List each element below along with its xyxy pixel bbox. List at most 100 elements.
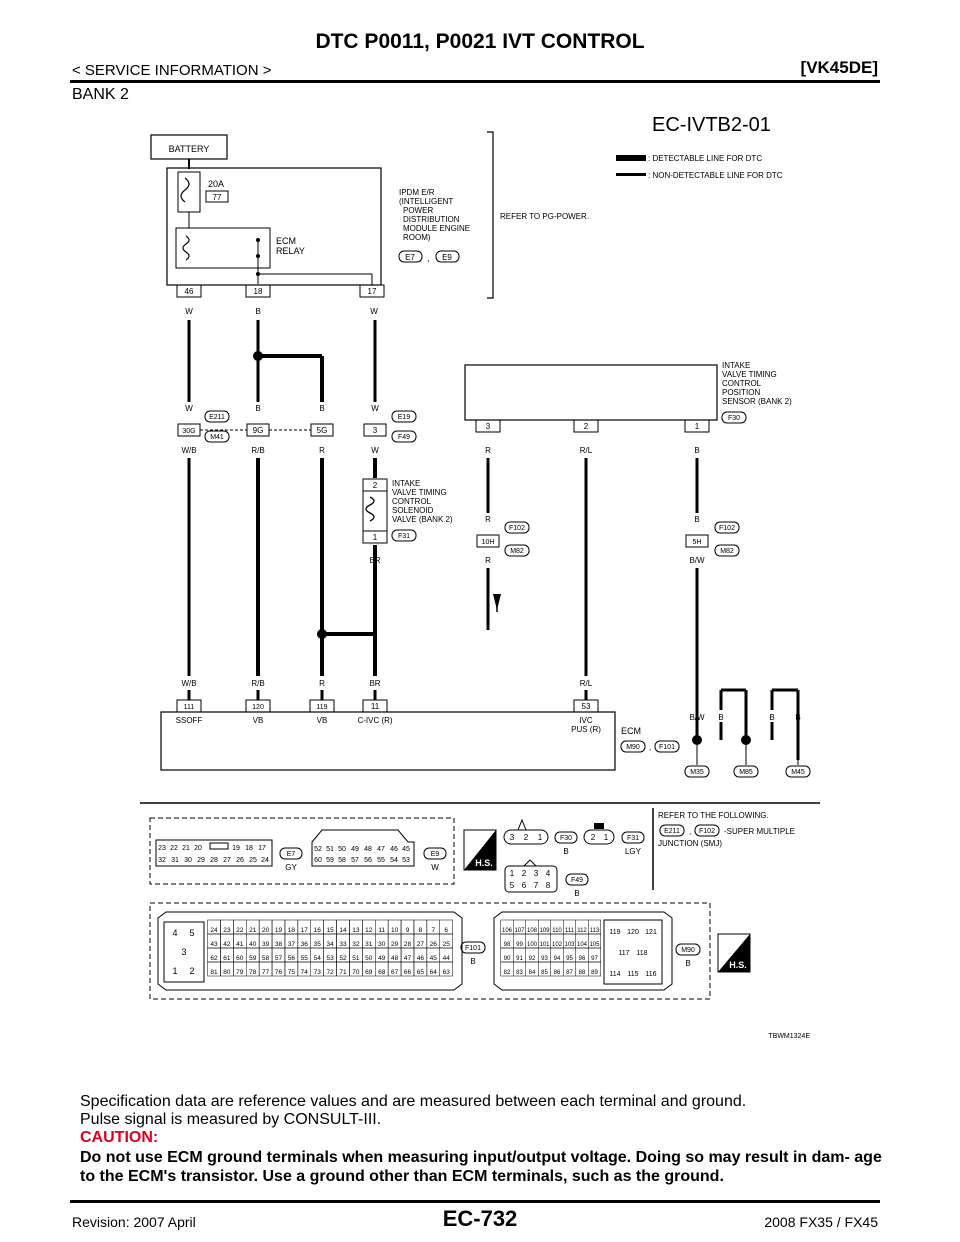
ground-color-4: B [795,713,800,722]
ecm-label-ssoff: SSOFF [176,716,203,725]
ground-color-1: B/W [689,713,705,722]
wire-color-17: W [370,307,378,316]
ipdm-conn-e7: E7 [405,253,415,262]
sensor-wire-color-3: R [485,446,491,455]
f101-cell [439,961,453,977]
section-heading: BANK 2 [72,86,129,103]
joint-upper-color-2: B [255,404,260,413]
sensor-wire-color-1: B [694,446,699,455]
solenoid-label-1: INTAKE [392,479,420,488]
legend-detectable-swatch [616,155,646,161]
f101-pin: 45 [430,955,438,962]
e9-label: E9 [431,851,440,858]
f49-color: B [574,889,579,898]
f101-pin: 69 [365,969,373,976]
sensor-wire-color-2: R/L [580,446,593,455]
smj-upper-color-b: B [694,515,699,524]
smj-terminal-10h: 10H [482,539,495,546]
solenoid-terminal-2: 2 [373,481,378,490]
relay-coil-icon [182,235,190,261]
f101-pin: 42 [223,941,231,948]
f101-pin: 7 [431,927,435,934]
m90-pin: 93 [541,956,548,962]
ecm-conn-f101: F101 [659,744,675,751]
page-title: DTC P0011, P0021 IVT CONTROL [315,30,645,53]
fuse-amp: 20A [208,179,224,189]
m90-pin: 87 [566,970,573,976]
f101-pin: 60 [236,955,244,962]
smj-lower-color-r: R [485,556,491,565]
f101-pin: 23 [223,927,231,934]
ecm-wire-color-120: R/B [251,679,264,688]
joint-lower-color-2: R/B [251,446,264,455]
caution-text: Do not use ECM ground terminals when mea… [80,1149,882,1185]
m90-label: M90 [681,947,695,954]
m90-pin: 83 [516,970,523,976]
f101-pin: 55 [301,955,309,962]
smj-conn-f102-a: F102 [509,525,525,532]
joint-upper-color-1: W [185,404,193,413]
f101-pin: 32 [352,941,360,948]
f101-pin: 12 [365,927,373,934]
e9-pin: 60 [314,857,322,864]
solenoid-label-5: VALVE (BANK 2) [392,515,453,524]
f101-pin: 76 [275,969,283,976]
f101-pin: 25 [443,941,451,948]
smj-conn-m82-b: M82 [720,548,734,555]
ipdm-terminal-17: 17 [368,287,377,296]
joint-upper-color-4: W [371,404,379,413]
m90-block-pin: 117 [618,950,629,957]
svg-text:,: , [427,253,430,263]
smj-conn-m82-a: M82 [510,548,524,555]
f101-pin: 51 [352,955,360,962]
joint-upper-color-3: B [319,404,324,413]
f101-pin: 28 [404,941,412,948]
f101-small-pin: 4 [172,928,177,938]
f101-pin: 39 [262,941,270,948]
sensor-label-5: SENSOR (BANK 2) [722,397,792,406]
e9-pin: 55 [377,857,385,864]
f101-pin: 14 [339,927,347,934]
f101-pin: 63 [443,969,451,976]
f101-pin: 81 [210,969,218,976]
e9-color: W [431,863,439,872]
ecm-terminal-111: 111 [184,704,195,711]
ipdm-terminal-46: 46 [185,287,194,296]
e9-pin: 51 [326,846,334,853]
joint-terminal-3: 3 [373,426,378,435]
m90-pin: 113 [590,928,600,934]
e7-pin: 24 [261,857,269,864]
f101-pin: 18 [288,927,296,934]
f101-pin: 26 [430,941,438,948]
e7-pin: 29 [197,857,205,864]
m90-pin: 111 [565,928,575,934]
m90-pin: 97 [591,956,598,962]
ecm-label-vb-2: VB [317,716,328,725]
m90-pin: 101 [539,942,550,948]
m90-pin: 109 [539,928,550,934]
f101-pin: 49 [378,955,386,962]
f101-pin: 40 [249,941,257,948]
f101-pin: 35 [314,941,322,948]
f49-pin: 6 [522,881,527,890]
e9-pin: 56 [364,857,372,864]
f101-pin: 53 [326,955,334,962]
sensor-box [464,364,718,421]
f101-pin: 43 [210,941,218,948]
f101-label: F101 [465,945,481,952]
sensor-label-4: POSITION [722,388,760,397]
refer-conn-f102: F102 [699,828,715,835]
f101-pin: 15 [326,927,334,934]
f101-pin: 80 [223,969,231,976]
ipdm-label-5: MODULE ENGINE [403,224,470,233]
e7-pin: 26 [236,857,244,864]
f101-pin: 31 [365,941,373,948]
e9-pin: 57 [351,857,359,864]
e7-pin: 19 [232,845,240,852]
f101-small-pin: 2 [189,966,194,976]
f101-color: B [470,957,475,966]
connector-panel-f101-m90 [149,902,711,1000]
ground-conn-m35: M35 [690,769,704,776]
battery-label: BATTERY [169,144,210,154]
f101-pin: 71 [339,969,347,976]
